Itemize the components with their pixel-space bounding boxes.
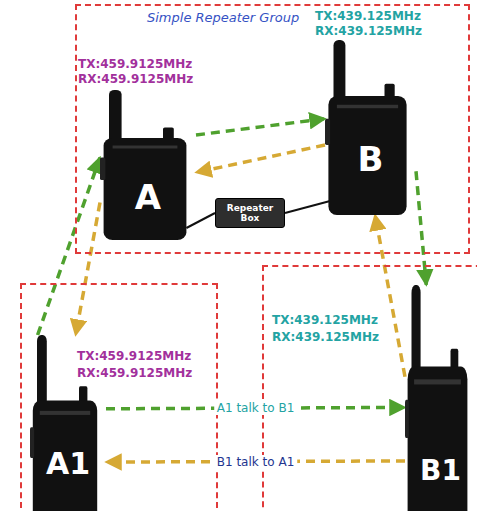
radio-part <box>405 400 409 438</box>
radio-part <box>325 119 330 145</box>
radio-letter: B1 <box>405 455 476 487</box>
radio-b: B <box>325 40 416 215</box>
radio-letter: A1 <box>30 447 106 482</box>
radio-b1: B1 <box>405 285 476 511</box>
radio-part <box>414 379 461 384</box>
signal-arrow <box>196 145 325 173</box>
node-text: Repeater Box <box>225 203 275 224</box>
radio-letter: B <box>325 140 416 179</box>
edge-label: A1 talk to B1 <box>214 401 298 415</box>
group-title: Simple Repeater Group <box>147 11 299 26</box>
signal-arrow <box>375 215 405 377</box>
radio-part <box>113 146 178 149</box>
radio-part <box>30 427 34 458</box>
node-text: RX:439.125MHz <box>272 331 379 345</box>
radio-a1-box: TX:459.9125MHzRX:459.9125MHzA1 <box>20 283 218 511</box>
radio-part <box>408 367 468 511</box>
signal-arrow <box>76 203 100 336</box>
repeater-group-box: Simple Repeater GroupA B Repeater Box <box>75 4 470 254</box>
frequency-label: TX:439.125MHz <box>315 10 421 24</box>
frequency-label: RX:439.125MHz <box>315 25 422 39</box>
repeater-box: Repeater Box <box>215 198 285 228</box>
frequency-label: RX:459.9125MHz <box>78 73 193 87</box>
radio-letter: A <box>100 178 196 217</box>
radio-a: A <box>100 90 196 240</box>
radio-part <box>100 158 105 181</box>
repeater-cable <box>186 213 215 228</box>
node-text: RX:459.9125MHz <box>77 367 192 381</box>
radio-illustration <box>325 40 410 215</box>
radio-b1-box: TX:439.125MHzRX:439.125MHzB1 <box>262 265 477 511</box>
node-text: TX:439.125MHz <box>272 314 378 328</box>
radio-illustration <box>100 90 190 240</box>
edge-label: B1 talk to A1 <box>214 455 298 469</box>
radio-part <box>337 105 398 109</box>
signal-arrow <box>196 119 325 135</box>
node-text: TX:459.9125MHz <box>77 350 191 364</box>
radio-part <box>40 411 90 415</box>
signal-arrow <box>416 171 426 285</box>
signal-arrow <box>38 158 100 336</box>
frequency-label: TX:459.9125MHz <box>78 58 192 72</box>
